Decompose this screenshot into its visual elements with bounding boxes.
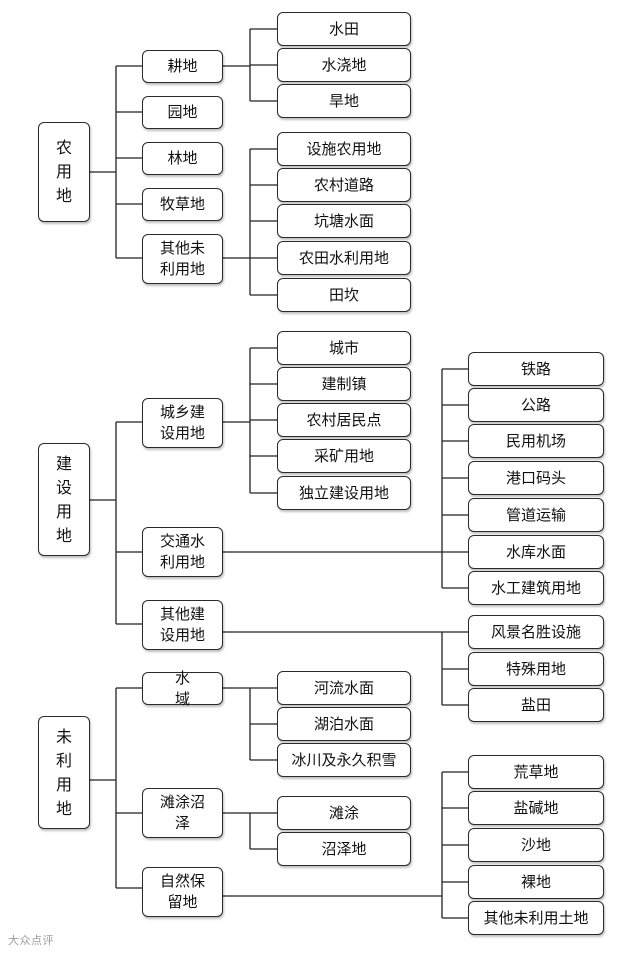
leaf-tidal-flat: 滩涂 (277, 796, 411, 830)
leaf-glacier-snow: 冰川及永久积雪 (277, 743, 411, 777)
leaf-highway: 公路 (468, 388, 604, 422)
leaf-dry-land: 旱地 (277, 84, 411, 118)
leaf-irrigated-land: 水浇地 (277, 48, 411, 82)
node-forest-land: 林地 (142, 142, 223, 175)
leaf-reservoir-water: 水库水面 (468, 535, 604, 569)
leaf-civil-airport: 民用机场 (468, 424, 604, 458)
leaf-city: 城市 (277, 331, 411, 365)
leaf-pond-water: 坑塘水面 (277, 204, 411, 238)
leaf-paddy-field: 水田 (277, 12, 411, 46)
leaf-swamp: 沼泽地 (277, 832, 411, 866)
leaf-rural-road: 农村道路 (277, 168, 411, 202)
category-agricultural-land: 农用地 (38, 122, 90, 222)
leaf-facility-agri-land: 设施农用地 (277, 132, 411, 166)
leaf-field-ridge: 田坎 (277, 278, 411, 312)
leaf-sandy-land: 沙地 (468, 828, 604, 862)
leaf-town: 建制镇 (277, 367, 411, 401)
node-garden-land: 园地 (142, 96, 223, 129)
node-other-construction: 其他建设用地 (142, 600, 223, 650)
leaf-mining-land: 采矿用地 (277, 439, 411, 473)
node-urban-rural-construction: 城乡建设用地 (142, 398, 223, 448)
node-other-agri-land: 其他未利用地 (142, 234, 223, 284)
leaf-salt-pan: 盐田 (468, 688, 604, 722)
node-transport-water-land: 交通水利用地 (142, 527, 223, 577)
node-water-area: 水 域 (142, 669, 223, 708)
leaf-special-land: 特殊用地 (468, 652, 604, 686)
node-natural-reserve: 自然保留地 (142, 867, 223, 917)
leaf-independent-construction: 独立建设用地 (277, 476, 411, 510)
leaf-pipeline-transport: 管道运输 (468, 498, 604, 532)
node-tidal-marsh: 滩涂沼泽 (142, 788, 223, 838)
leaf-bare-land: 裸地 (468, 865, 604, 899)
leaf-scenic-facility: 风景名胜设施 (468, 615, 604, 649)
leaf-farm-water-conservancy: 农田水利用地 (277, 241, 411, 275)
category-unused-land: 未利用地 (38, 716, 90, 829)
leaf-railway: 铁路 (468, 352, 604, 386)
leaf-other-unused-land: 其他未利用土地 (468, 901, 604, 935)
node-grassland: 牧草地 (142, 188, 223, 221)
leaf-port-wharf: 港口码头 (468, 461, 604, 495)
leaf-saline-land: 盐碱地 (468, 791, 604, 825)
node-cultivated-land: 耕地 (142, 50, 223, 83)
leaf-lake-water: 湖泊水面 (277, 707, 411, 741)
leaf-river-water: 河流水面 (277, 671, 411, 705)
leaf-hydraulic-building: 水工建筑用地 (468, 571, 604, 605)
leaf-barren-grass: 荒草地 (468, 755, 604, 789)
watermark: 大众点评 (8, 934, 54, 947)
leaf-rural-settlement: 农村居民点 (277, 403, 411, 437)
category-construction-land: 建设用地 (38, 443, 90, 556)
